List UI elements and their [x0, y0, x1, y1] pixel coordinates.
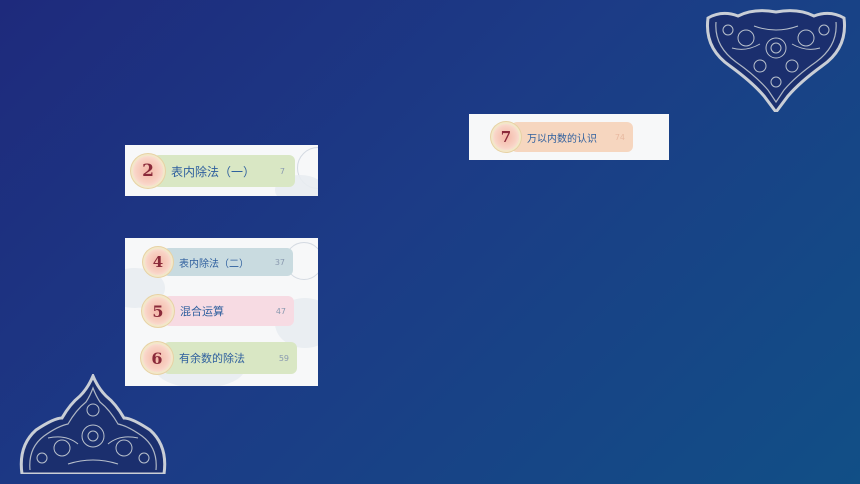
chapter-item[interactable]: 7 万以内数的认识 74 [493, 122, 633, 152]
chapter-title: 有余数的除法 [179, 352, 245, 365]
chapter-number-badge: 6 [143, 344, 171, 372]
chapter-page-number: 47 [275, 306, 286, 316]
chapter-number-badge: 4 [145, 249, 171, 275]
chapter-item[interactable]: 2 表内除法（一） 7 [133, 155, 295, 187]
chapter-item[interactable]: 5 混合运算 47 [144, 296, 294, 326]
chapter-panel-2: 2 表内除法（一） 7 [125, 145, 318, 196]
chapter-item[interactable]: 6 有余数的除法 59 [143, 342, 297, 374]
chapter-pill: 混合运算 47 [164, 296, 294, 326]
chapter-page-number: 74 [614, 132, 625, 142]
chapter-page-number: 37 [274, 257, 285, 267]
lace-ornament-icon [18, 374, 168, 474]
chapter-title: 混合运算 [180, 305, 224, 318]
chapter-number-badge: 7 [493, 124, 519, 150]
chapter-panel-4-6: 4 表内除法（二） 37 5 混合运算 47 6 有余数的除法 59 [125, 238, 318, 386]
lace-ornament-icon [702, 8, 850, 112]
chapter-panel-7: 7 万以内数的认识 74 [469, 114, 669, 160]
chapter-title: 万以内数的认识 [527, 133, 597, 145]
chapter-number-badge: 2 [133, 156, 163, 186]
chapter-number-badge: 5 [144, 297, 172, 325]
chapter-title: 表内除法（二） [179, 258, 249, 270]
chapter-pill: 万以内数的认识 74 [511, 122, 633, 152]
chapter-page-number: 59 [278, 353, 289, 363]
chapter-page-number: 7 [279, 166, 285, 176]
chapter-title: 表内除法（一） [171, 164, 256, 179]
chapter-item[interactable]: 4 表内除法（二） 37 [145, 248, 293, 276]
chapter-pill: 表内除法（一） 7 [153, 155, 295, 187]
chapter-pill: 有余数的除法 59 [163, 342, 297, 374]
chapter-pill: 表内除法（二） 37 [163, 248, 293, 276]
